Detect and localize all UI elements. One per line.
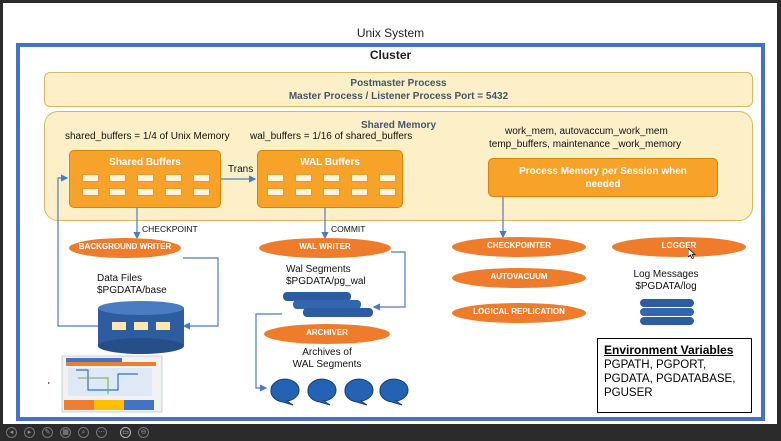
archive-file-icon bbox=[307, 378, 337, 406]
slide-control-icon[interactable]: ⊖ bbox=[138, 427, 149, 438]
process-memory-line2: needed bbox=[585, 179, 621, 190]
bgwriter-write-arrow bbox=[182, 257, 219, 330]
shared-buffers-label: Shared Buffers bbox=[109, 157, 181, 168]
buffer-page bbox=[165, 174, 182, 182]
session-memory-params-1: work_mem, autovaccum_work_mem bbox=[505, 126, 668, 137]
walwriter-write-arrow bbox=[372, 251, 406, 311]
buffer-page bbox=[82, 174, 99, 182]
window-top-edge bbox=[0, 0, 781, 3]
environment-variables-line1: PGPATH, PGPORT, bbox=[604, 359, 707, 371]
process-memory-box: Process Memory per Session when needed bbox=[488, 158, 718, 197]
archiver-process[interactable]: ARCHIVER bbox=[264, 324, 390, 344]
more-options-icon[interactable]: ⋯ bbox=[96, 427, 107, 438]
buffer-page bbox=[267, 174, 284, 182]
postmaster-subtitle: Master Process / Listener Process Port =… bbox=[288, 91, 509, 102]
wal-buffers-note: wal_buffers = 1/16 of shared_buffers bbox=[250, 131, 413, 142]
environment-variables-line3: PGUSER bbox=[604, 387, 653, 399]
data-files-label: Data Files $PGDATA/base bbox=[97, 273, 175, 297]
wal-writer-process[interactable]: WAL WRITER bbox=[259, 238, 391, 258]
data-page-thumbnail-image: ▸ bbox=[48, 355, 163, 413]
wal-segments-title: Wal Segments bbox=[286, 264, 351, 275]
archive-file-icon bbox=[344, 378, 374, 406]
archive-file-icon bbox=[270, 378, 300, 406]
archives-title: Archives of bbox=[302, 347, 352, 358]
buffer-page bbox=[323, 174, 340, 182]
cluster-title: Cluster bbox=[369, 48, 412, 62]
environment-variables-line2: PGDATA, PGDATABASE, bbox=[604, 373, 736, 385]
buffer-page bbox=[351, 188, 368, 196]
log-disk-icon bbox=[640, 299, 694, 325]
shared-buffers-block: Shared Buffers bbox=[69, 150, 221, 208]
postmaster-process-box: Postmaster Process Master Process / List… bbox=[44, 72, 753, 107]
log-messages-path: $PGDATA/log bbox=[635, 281, 697, 292]
environment-variables-box: Environment Variables PGPATH, PGPORT, PG… bbox=[597, 338, 752, 413]
archive-file-icon bbox=[379, 378, 409, 406]
environment-variables-title: Environment Variables bbox=[604, 343, 734, 357]
shared-buffers-note: shared_buffers = 1/4 of Unix Memory bbox=[65, 131, 230, 142]
slide-title: Unix System bbox=[356, 26, 425, 40]
wal-segments-label: Wal Segments $PGDATA/pg_wal bbox=[286, 264, 376, 288]
wal-buffers-block: WAL Buffers bbox=[257, 150, 403, 208]
buffer-page bbox=[137, 174, 154, 182]
window-right-edge bbox=[777, 0, 781, 441]
wal-buffers-label: WAL Buffers bbox=[300, 157, 360, 168]
buffer-page bbox=[82, 188, 99, 196]
buffer-page bbox=[109, 174, 126, 182]
archives-subtitle: WAL Segments bbox=[292, 359, 362, 370]
next-slide-icon[interactable]: ▸ bbox=[24, 427, 35, 438]
buffer-page bbox=[137, 188, 154, 196]
data-files-title: Data Files bbox=[97, 273, 143, 284]
checkpointer-process[interactable]: CHECKPOINTER bbox=[452, 237, 586, 257]
previous-slide-icon[interactable]: ◂ bbox=[6, 427, 17, 438]
log-messages-label: Log Messages $PGDATA/log bbox=[626, 269, 706, 293]
archives-label: Archives of WAL Segments bbox=[281, 347, 373, 371]
session-memory-params-2: temp_buffers, maintenance _work_memory bbox=[489, 139, 682, 150]
data-files-disk-icon bbox=[98, 301, 184, 354]
buffer-page bbox=[109, 188, 126, 196]
commit-label: COMMIT bbox=[331, 224, 366, 234]
data-files-path: $PGDATA/base bbox=[97, 285, 167, 296]
buffer-page bbox=[379, 188, 396, 196]
zoom-icon[interactable]: ⌕ bbox=[78, 427, 89, 438]
checkpoint-label: CHECKPOINT bbox=[142, 224, 198, 234]
buffer-page bbox=[295, 174, 312, 182]
logger-process[interactable]: LOGGER bbox=[612, 237, 746, 257]
buffer-page bbox=[351, 174, 368, 182]
svg-text:▸: ▸ bbox=[48, 380, 50, 385]
background-writer-process[interactable]: BACKGROUND WRITER bbox=[69, 238, 181, 258]
data-files-read-arrow bbox=[57, 174, 100, 327]
buffer-page bbox=[165, 188, 182, 196]
buffer-page bbox=[295, 188, 312, 196]
log-messages-title: Log Messages bbox=[633, 269, 699, 280]
window-left-edge bbox=[0, 0, 3, 441]
captions-icon[interactable]: ▭ bbox=[120, 427, 131, 438]
buffer-page bbox=[323, 188, 340, 196]
shared-memory-title: Shared Memory bbox=[360, 120, 437, 131]
logical-replication-process[interactable]: LOGICAL REPLICATION bbox=[452, 303, 586, 323]
process-memory-line1: Process Memory per Session when bbox=[519, 166, 687, 177]
buffer-page bbox=[267, 188, 284, 196]
wal-segments-path: $PGDATA/pg_wal bbox=[286, 276, 366, 287]
autovacuum-process[interactable]: AUTOVACUUM bbox=[452, 268, 586, 288]
archive-files-icons bbox=[270, 378, 409, 406]
archive-path-arrow bbox=[255, 313, 282, 392]
buffer-page bbox=[193, 174, 210, 182]
buffer-page bbox=[193, 188, 210, 196]
trans-label: Trans bbox=[228, 164, 254, 175]
presentation-control-bar bbox=[0, 424, 781, 441]
slides-grid-icon[interactable]: ▦ bbox=[60, 427, 71, 438]
buffer-page bbox=[379, 174, 396, 182]
mouse-cursor-icon bbox=[688, 248, 696, 259]
wal-segments-disk-icon bbox=[283, 292, 373, 317]
pen-tool-icon[interactable]: ✎ bbox=[42, 427, 53, 438]
postmaster-title: Postmaster Process bbox=[350, 78, 447, 89]
